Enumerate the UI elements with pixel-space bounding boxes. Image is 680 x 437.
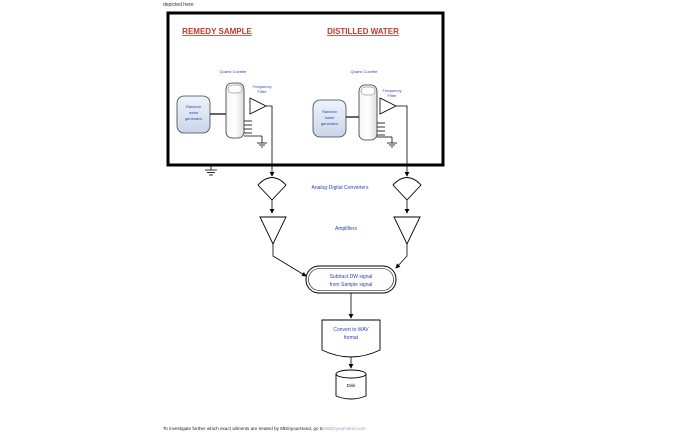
amplifier-left — [259, 216, 287, 246]
filter-label-left-2: Filter — [258, 89, 268, 94]
ground-icon-frame — [205, 164, 217, 176]
convert-process — [321, 319, 381, 358]
generator-label-right-2: noise — [325, 115, 335, 120]
generator-label-right-3: generator — [321, 121, 339, 126]
disk-label: Disk — [347, 383, 356, 388]
samples-frame — [166, 11, 445, 167]
top-caption: depicted here: — [163, 2, 195, 8]
adc-right — [392, 177, 422, 201]
adc-left — [257, 177, 287, 201]
filter-label-right-1: Frequency — [383, 88, 402, 93]
subtract-label-2: from Sample signal — [330, 282, 373, 288]
convert-label-2: format — [344, 335, 359, 341]
disk-storage — [335, 369, 367, 400]
filter-label-right-2: Filter — [388, 93, 398, 98]
noise-generator-right — [312, 99, 347, 138]
frequency-filter-right — [379, 97, 397, 115]
generator-label-right-1: Random — [322, 109, 338, 114]
quartz-cuvette-left — [225, 82, 245, 139]
mdinyourhand-link[interactable]: MDinyourHand.com. — [324, 426, 367, 431]
ground-icon-left-a — [257, 142, 267, 148]
cuvette-cap-right — [360, 86, 376, 96]
amplifier-right — [393, 216, 421, 246]
filter-label-left-1: Frequency — [253, 84, 272, 89]
bottom-caption-text: To investigate further which exact ailme… — [163, 426, 324, 431]
generator-label-left-3: generator — [185, 116, 203, 121]
adc-label: Analog-Digital Converters — [312, 185, 369, 191]
quartz-cuvette-right — [358, 84, 378, 141]
signal-line-left — [266, 105, 275, 177]
generator-label-left-2: noise — [189, 110, 199, 115]
cuvette-label-right: Quartz Cuvette — [351, 69, 379, 74]
subtract-label-1: Subtract DW signal — [330, 274, 373, 280]
frequency-filter-left — [249, 97, 267, 115]
bottom-caption: To investigate further which exact ailme… — [163, 426, 367, 431]
amplifiers-label: Amplifiers — [335, 226, 357, 232]
remedy-sample-title: REMEDY SAMPLE — [182, 27, 252, 36]
cuvette-label-left: Quartz Cuvette — [220, 69, 248, 74]
cuvette-cap-left — [227, 84, 243, 94]
generator-label-left-1: Random — [186, 104, 202, 109]
distilled-water-title: DISTILLED WATER — [327, 27, 399, 36]
signal-line-right — [396, 105, 410, 177]
ground-icon-right-a — [387, 142, 397, 148]
convert-label-1: Convert to WAV — [333, 327, 369, 333]
